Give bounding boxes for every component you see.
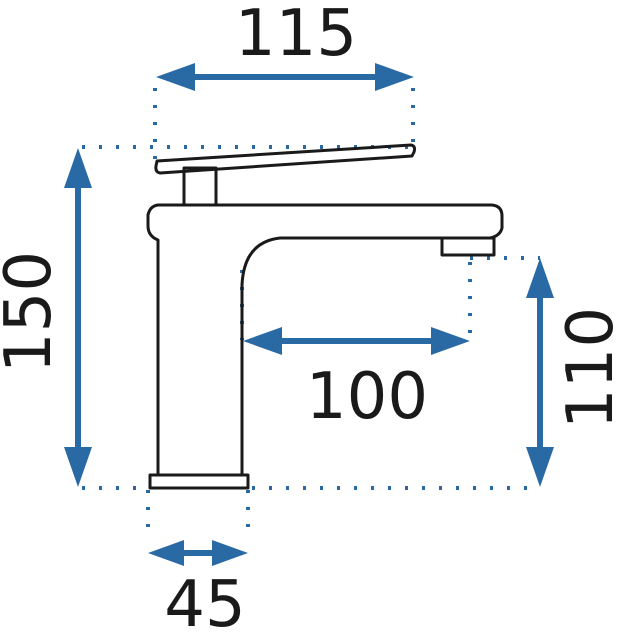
arrow-110 bbox=[526, 258, 554, 487]
label-150: 150 bbox=[0, 251, 66, 373]
spout-body bbox=[146, 203, 504, 477]
arrow-45 bbox=[148, 540, 248, 566]
arrow-100 bbox=[243, 327, 470, 355]
label-115: 115 bbox=[235, 0, 357, 71]
guide-lines bbox=[82, 88, 540, 540]
lever-stem bbox=[182, 166, 218, 207]
base-plate bbox=[148, 473, 250, 490]
dimension-arrows bbox=[64, 63, 554, 566]
lever-handle bbox=[154, 143, 417, 175]
arrow-150 bbox=[64, 148, 92, 487]
spout-aerator bbox=[440, 236, 496, 257]
label-110: 110 bbox=[554, 307, 619, 429]
label-45: 45 bbox=[164, 568, 245, 634]
tap-outline bbox=[146, 143, 504, 490]
label-100: 100 bbox=[306, 360, 428, 434]
arrow-115 bbox=[156, 63, 414, 91]
